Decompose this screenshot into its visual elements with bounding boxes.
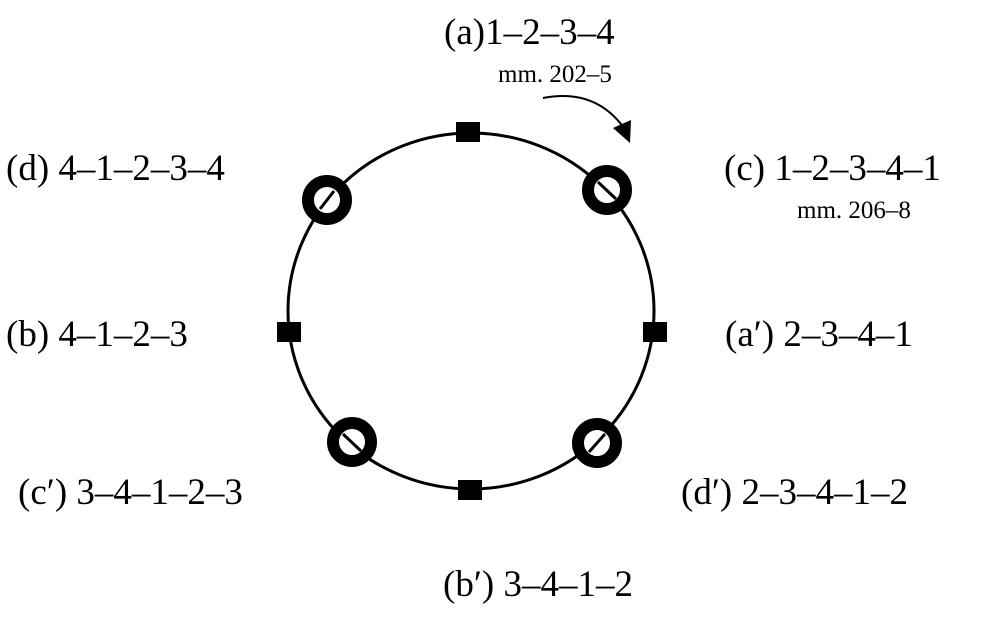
label-c-prime: (c′) 3–4–1–2–3 xyxy=(18,472,243,513)
square-marker-left xyxy=(277,322,301,342)
label-c-measures: mm. 206–8 xyxy=(797,197,911,224)
square-marker-bottom xyxy=(458,480,482,500)
ring-marker-top-left xyxy=(302,175,352,225)
label-a-measures: mm. 202–5 xyxy=(498,61,612,88)
arrowhead-icon xyxy=(613,120,631,143)
square-marker-top xyxy=(456,122,480,142)
label-b-prime: (b′) 3–4–1–2 xyxy=(443,564,633,605)
ring-marker-top-right xyxy=(582,165,632,215)
label-c: (c) 1–2–3–4–1 xyxy=(724,148,941,189)
label-a-prime: (a′) 2–3–4–1 xyxy=(725,314,913,355)
label-b: (b) 4–1–2–3 xyxy=(6,314,188,355)
square-marker-right xyxy=(643,322,667,342)
ring-marker-bottom-right xyxy=(572,418,622,468)
label-d-prime: (d′) 2–3–4–1–2 xyxy=(681,472,908,513)
label-a: (a)1–2–3–4 xyxy=(444,12,615,53)
clockwise-arrow xyxy=(542,95,625,129)
label-d: (d) 4–1–2–3–4 xyxy=(6,148,225,189)
ring-marker-bottom-left xyxy=(327,417,377,467)
